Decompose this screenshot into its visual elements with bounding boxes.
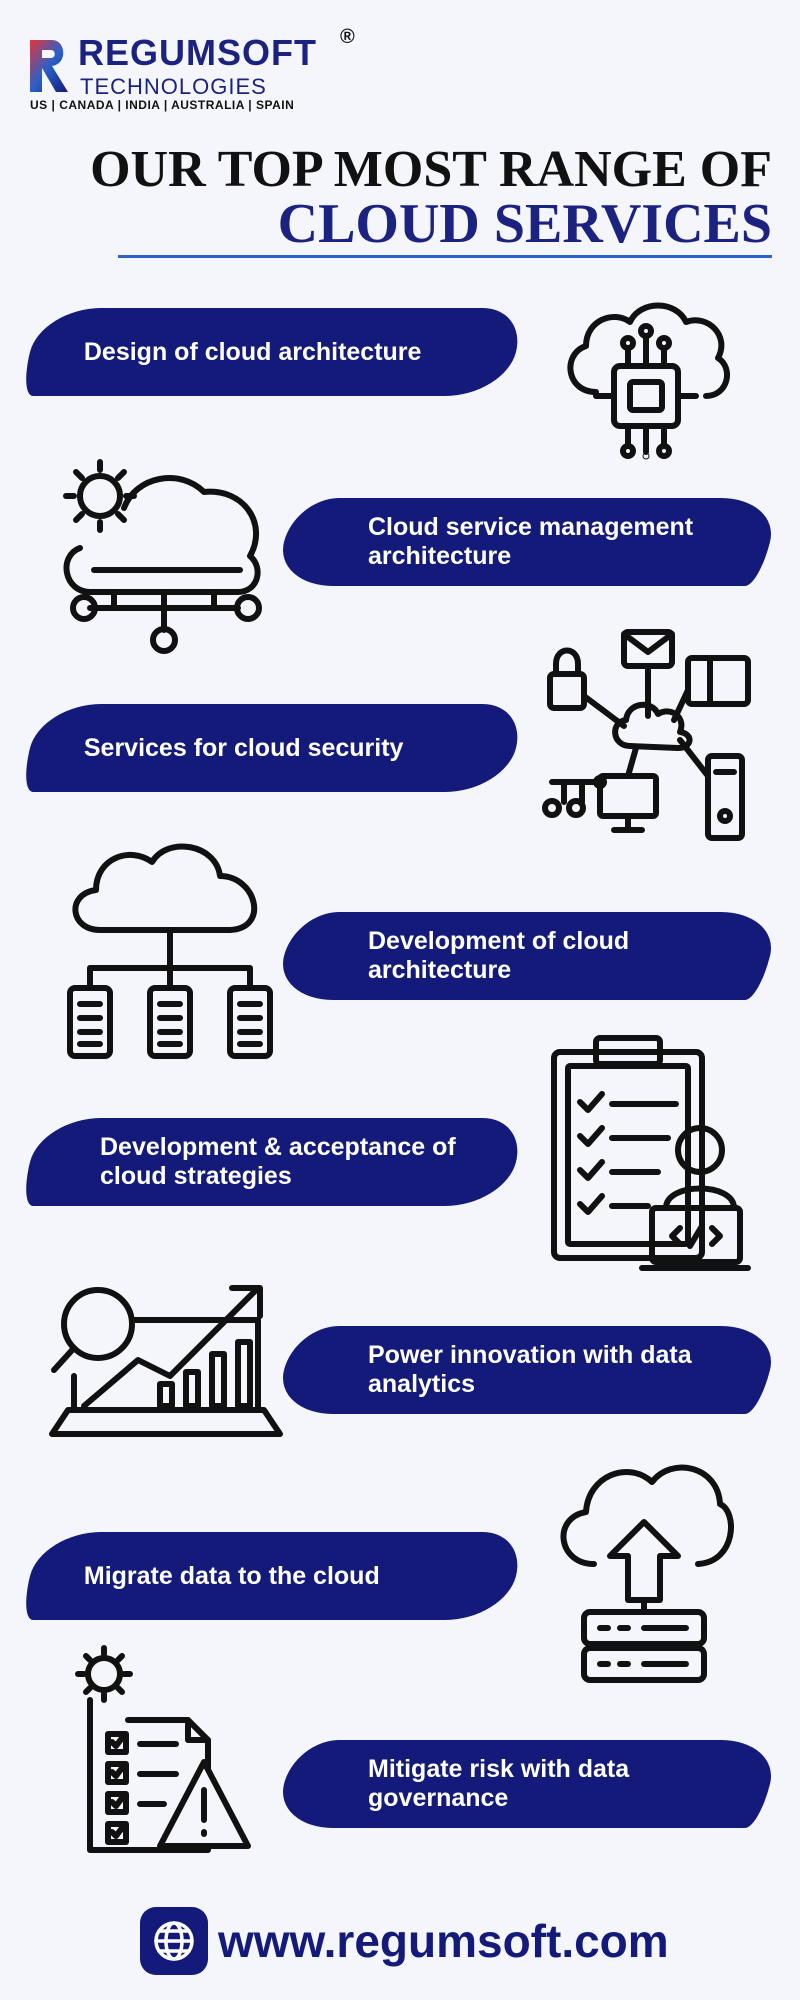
analytics-laptop-icon — [48, 1280, 284, 1444]
service-label: Development of cloud architecture — [368, 927, 630, 984]
service-pill-8: Mitigate risk with data governance — [273, 1740, 781, 1828]
cloud-gear-network-icon — [54, 448, 274, 658]
checklist-warning-icon — [64, 1640, 254, 1856]
service-pill-5: Development & acceptance of cloud strate… — [19, 1118, 527, 1206]
cloud-upload-server-icon — [548, 1452, 738, 1688]
service-label: Design of cloud architecture — [84, 337, 422, 366]
cloud-servers-icon — [60, 838, 280, 1064]
company-logo: REGUMSOFT ® TECHNOLOGIES US | CANADA | I… — [28, 26, 368, 120]
service-label: Power innovation with data analytics — [368, 1341, 692, 1398]
logo-r-mark-icon — [28, 38, 72, 94]
globe-icon — [140, 1907, 208, 1975]
service-label: Cloud service management architecture — [368, 513, 694, 570]
service-pill-6: Power innovation with data analytics — [273, 1326, 781, 1414]
brand-name: REGUMSOFT — [78, 32, 317, 73]
page-title-line2: CLOUD SERVICES — [277, 193, 772, 255]
service-pill-1: Design of cloud architecture — [19, 308, 527, 396]
service-label: Development & acceptance of cloud strate… — [100, 1133, 456, 1190]
page-title-line1: OUR TOP MOST RANGE OF — [90, 141, 772, 198]
service-pill-4: Development of cloud architecture — [273, 912, 781, 1000]
locations-list: US | CANADA | INDIA | AUSTRALIA | SPAIN — [30, 98, 295, 112]
service-pill-7: Migrate data to the cloud — [19, 1532, 527, 1620]
registered-mark: ® — [340, 26, 355, 48]
service-label: Mitigate risk with data governance — [368, 1755, 630, 1812]
brand-subtitle: TECHNOLOGIES — [80, 74, 267, 99]
service-pill-3: Services for cloud security — [19, 704, 527, 792]
service-label: Migrate data to the cloud — [84, 1561, 380, 1590]
service-pill-2: Cloud service management architecture — [273, 498, 781, 586]
clipboard-developer-icon — [548, 1032, 752, 1278]
cloud-devices-network-icon — [540, 626, 756, 844]
service-label: Services for cloud security — [84, 733, 404, 762]
website-link[interactable]: www.regumsoft.com — [218, 1915, 669, 1967]
cloud-chip-icon — [556, 296, 736, 460]
title-underline — [118, 255, 772, 258]
